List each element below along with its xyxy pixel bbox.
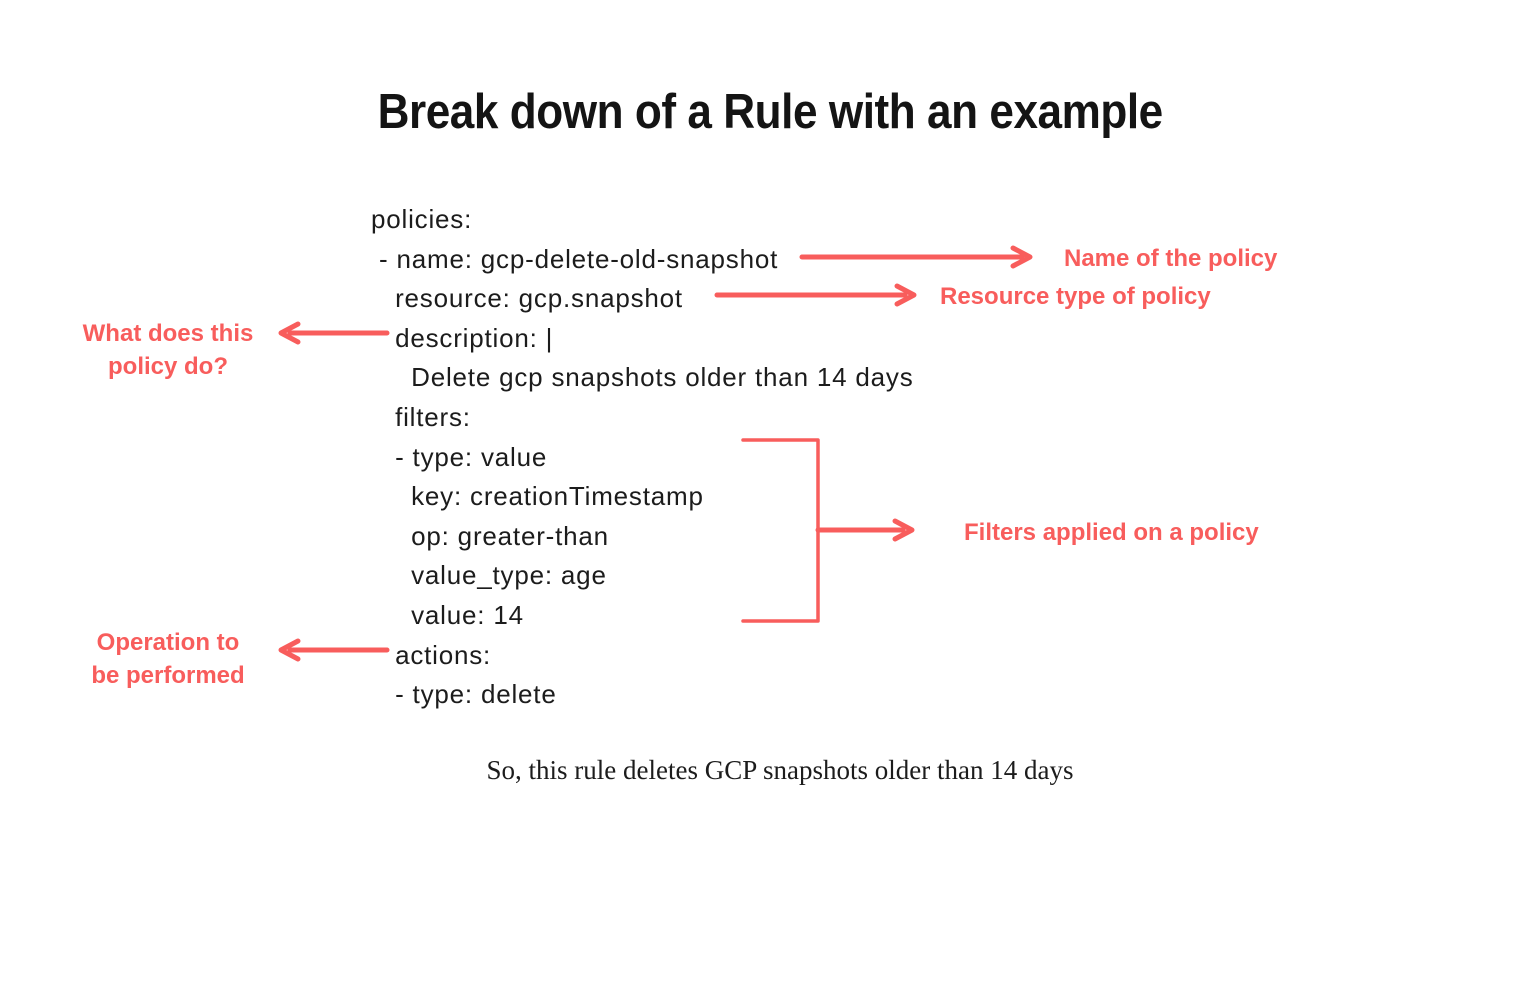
yaml-code-line: resource: gcp.snapshot [371,283,683,314]
resource-type-label: Resource type of policy [940,283,1211,310]
yaml-code-line: actions: [371,639,492,670]
yaml-code-line: Delete gcp snapshots older than 14 days [371,362,914,393]
operation-performed-label-line: be performed [91,662,245,689]
description-question-label-line: What does this [82,320,254,347]
operation-performed-label-line: Operation to [96,629,240,656]
page-title: Break down of a Rule with an example [0,84,1540,140]
yaml-code-line: filters: [371,401,471,432]
page-title-text: Break down of a Rule with an example [377,85,1163,139]
yaml-code-line: - type: value [371,441,548,472]
summary-text: So, this rule deletes GCP snapshots olde… [486,755,1074,785]
yaml-code-line: - name: gcp-delete-old-snapshot [371,243,779,274]
yaml-code-line: - type: delete [371,679,557,710]
yaml-code-line: op: greater-than [371,520,609,551]
operation-performed-label: Operation to be performed [58,626,278,692]
description-question-label-line: policy do? [108,353,228,380]
yaml-code-block: policies: - name: gcp-delete-old-snapsho… [371,200,914,715]
yaml-code-line: policies: [371,204,473,234]
yaml-code-line: key: creationTimestamp [371,481,704,512]
yaml-code-line: value: 14 [371,599,524,630]
name-policy-label: Name of the policy [1064,245,1278,272]
yaml-code-line: value_type: age [371,560,607,591]
description-question-label: What does this policy do? [58,317,278,383]
yaml-code-line: description: | [371,322,554,353]
filters-applied-label: Filters applied on a policy [964,519,1259,546]
